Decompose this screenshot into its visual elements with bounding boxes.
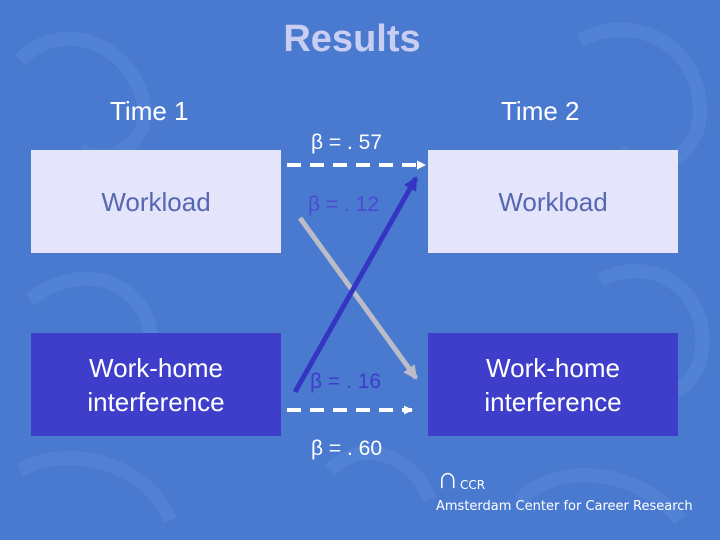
t1-workload-box: Workload (31, 150, 281, 253)
workload-to-interference-coefficient: β = . 16 (310, 370, 382, 393)
ccr-abbreviation: CCR (460, 478, 486, 492)
time1-label: Time 1 (110, 96, 189, 126)
t2-workload-box: Workload (428, 150, 678, 253)
t1-interference-box: Work-home interference (31, 333, 281, 436)
t2-interference-box: Work-home interference (428, 333, 678, 436)
workload-stability-coefficient: β = . 57 (311, 131, 383, 154)
interference-to-workload-coefficient: β = . 12 (308, 193, 380, 216)
interference-to-workload-arrow (292, 176, 419, 394)
ccr-full-name: Amsterdam Center for Career Research (436, 499, 693, 514)
ccr-logo-icon: ∩ (437, 462, 459, 495)
workload-to-interference-arrow (297, 216, 419, 380)
time2-label: Time 2 (501, 96, 580, 126)
interference-stability-coefficient: β = . 60 (311, 437, 383, 460)
slide-title: Results (283, 18, 421, 60)
